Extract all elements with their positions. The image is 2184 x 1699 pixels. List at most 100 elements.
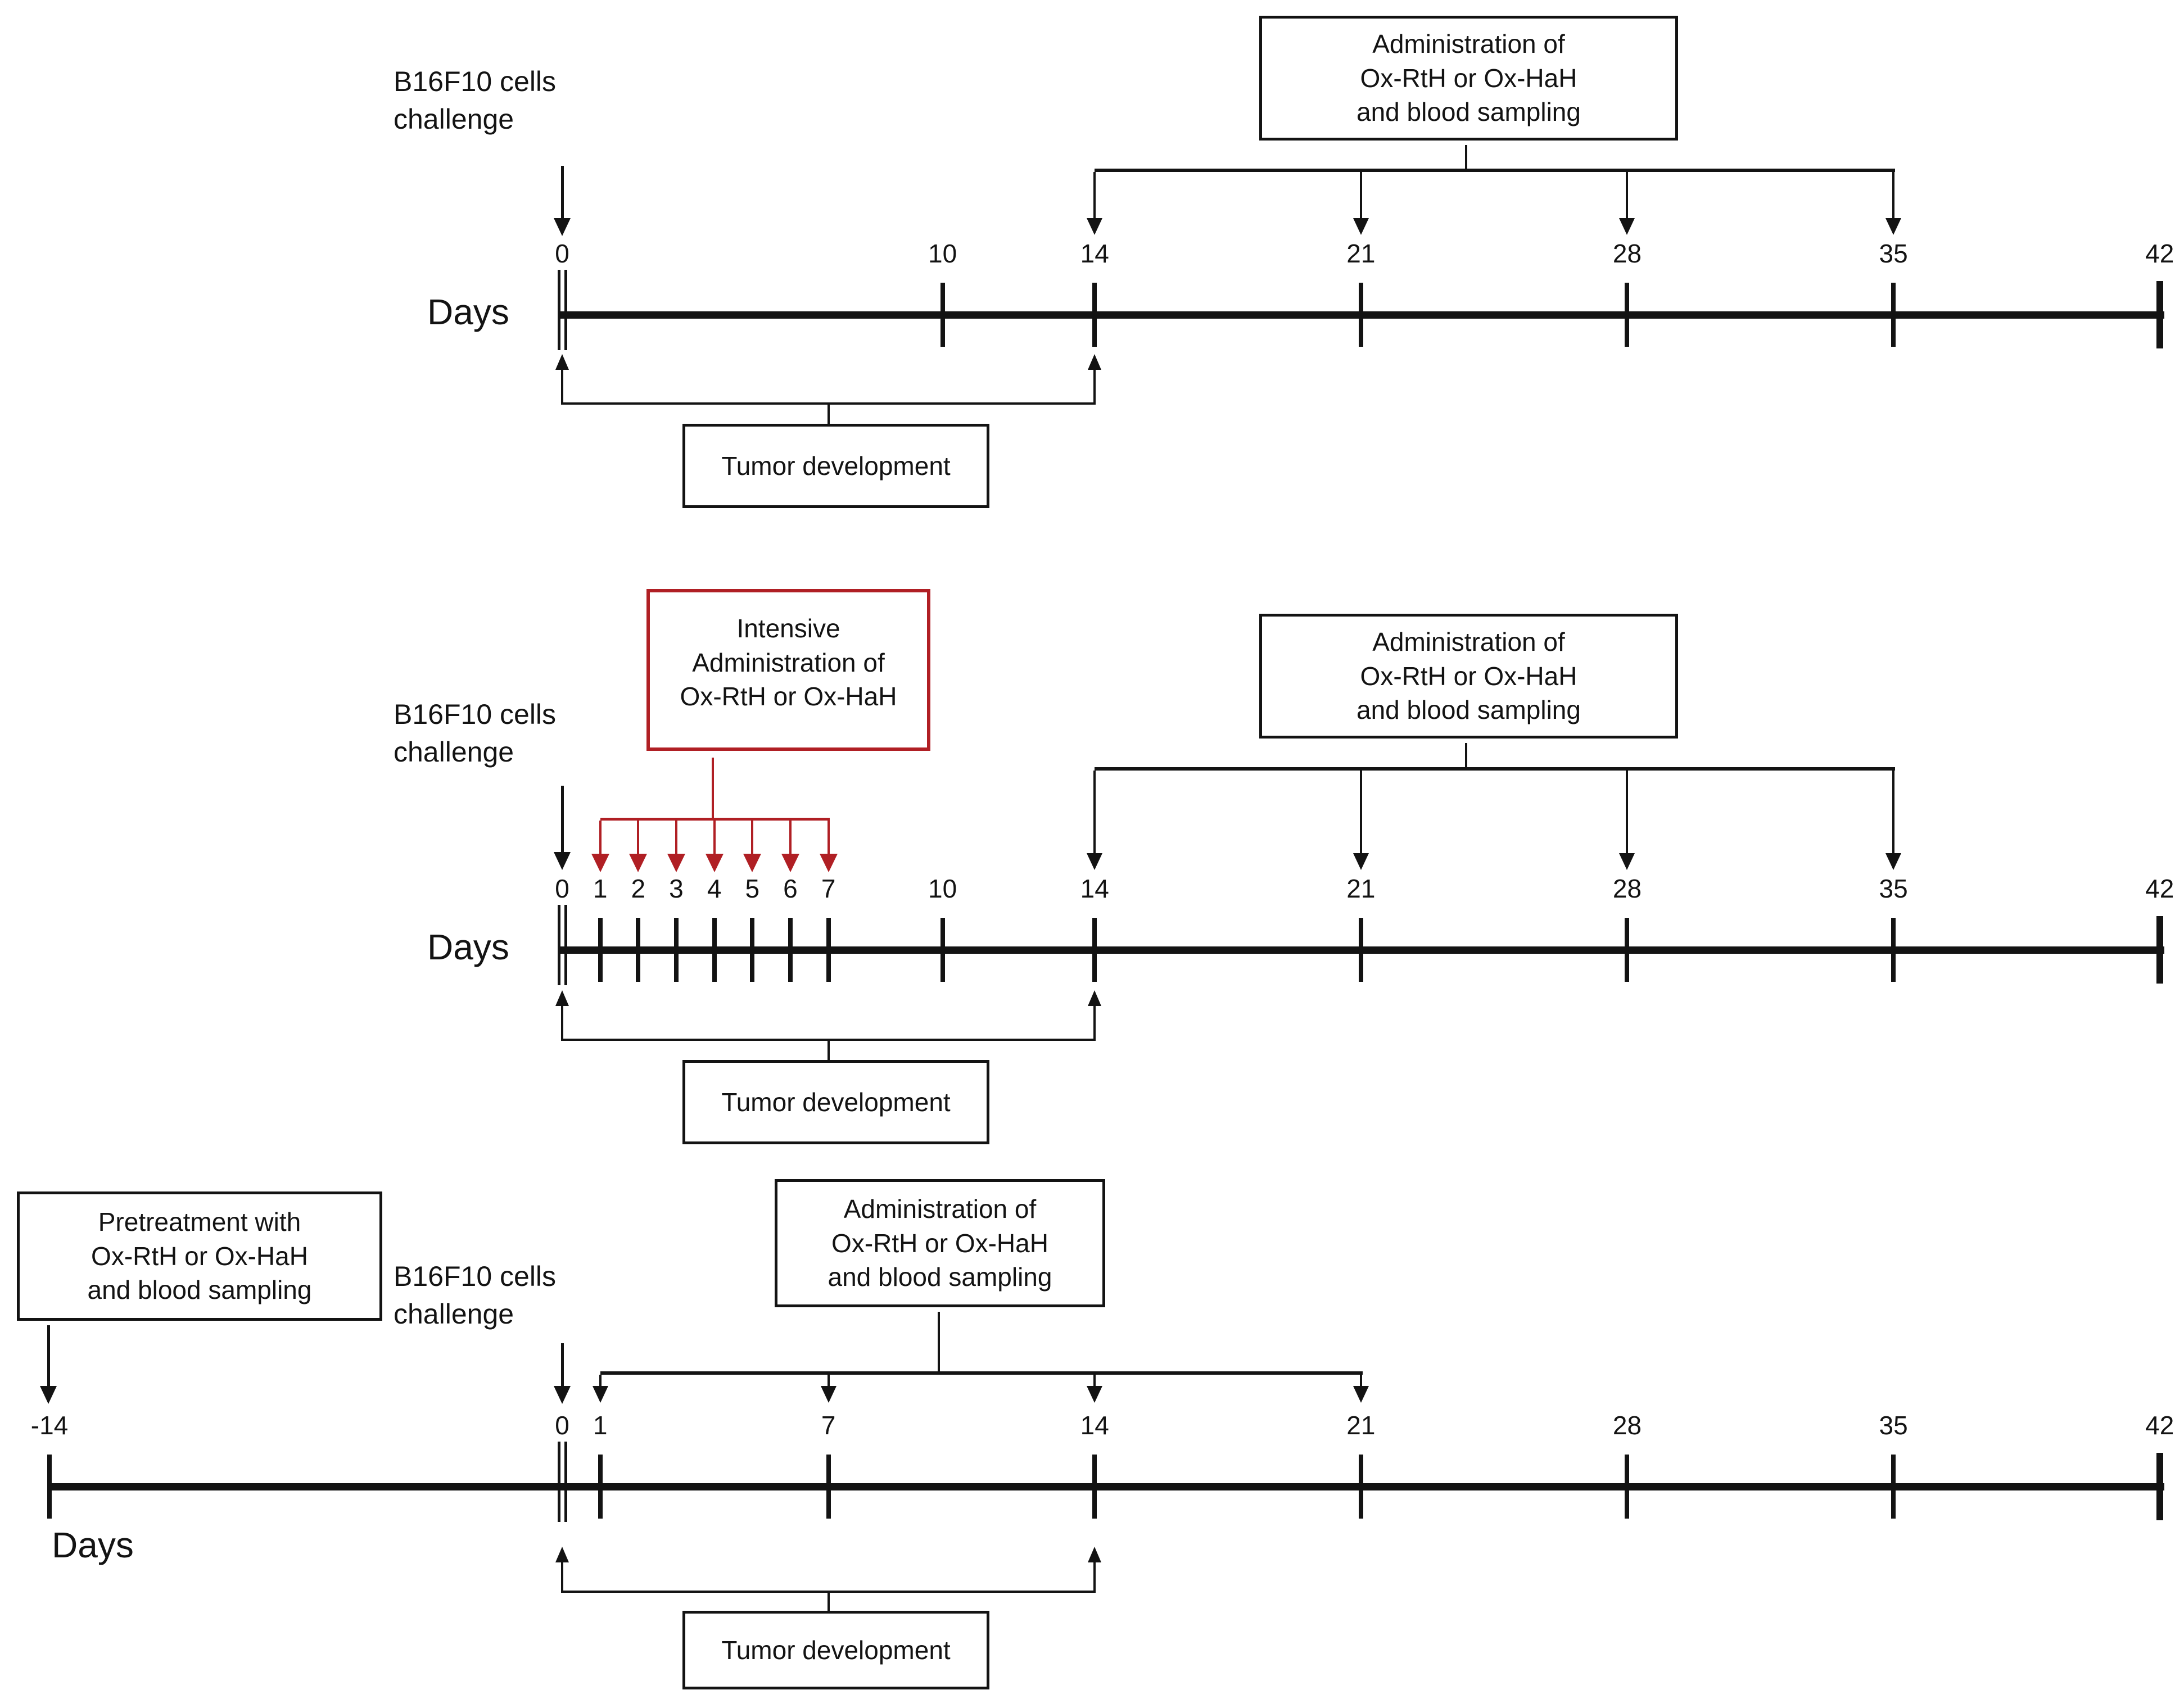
tick-day-0-b bbox=[564, 270, 567, 350]
administration-arrow-day-28-head bbox=[1619, 853, 1635, 870]
challenge-label-line: challenge bbox=[394, 1298, 514, 1330]
tick-day-2 bbox=[636, 918, 641, 982]
challenge-arrow-head bbox=[554, 218, 571, 236]
tick-day-0-b bbox=[564, 1442, 567, 1522]
tumor-bracket bbox=[561, 1039, 1096, 1041]
administration-arrow-day-7-shaft bbox=[827, 1375, 830, 1386]
intensive-bracket-stem bbox=[712, 758, 714, 818]
tick-day-42-end bbox=[2156, 281, 2163, 348]
tumor-bracket-stem bbox=[827, 1039, 830, 1062]
tumor-bracket bbox=[561, 1591, 1096, 1593]
administration-arrow-day-35-shaft bbox=[1892, 771, 1895, 853]
tumor-development-label: Tumor development bbox=[721, 451, 951, 481]
tick-label-day-1: 1 bbox=[593, 1411, 608, 1440]
tick-day-14 bbox=[1092, 283, 1097, 347]
tick-label-day-3: 3 bbox=[669, 874, 684, 903]
administration-bracket-stem bbox=[938, 1312, 940, 1371]
challenge-label-line: challenge bbox=[394, 736, 514, 768]
administration-arrow-day-28-shaft bbox=[1626, 771, 1629, 853]
administration-arrow-day-14-head bbox=[1087, 218, 1103, 235]
intensive-arrow-day-3-shaft bbox=[675, 821, 677, 854]
administration-arrow-day-1-head bbox=[592, 1386, 608, 1403]
administration-arrow-day-21-shaft bbox=[1359, 172, 1362, 218]
tick-day-28 bbox=[1625, 1455, 1630, 1519]
intensive-arrow-day-6-head bbox=[781, 854, 799, 872]
timeline-line bbox=[560, 311, 2164, 319]
administration-box: Administration of Ox-RtH or Ox-HaH and b… bbox=[1259, 16, 1678, 141]
administration-arrow-day-21-shaft bbox=[1359, 771, 1362, 853]
tick-day-7 bbox=[826, 1455, 831, 1519]
intensive-arrow-day-6-shaft bbox=[789, 821, 792, 854]
tumor-arrow-day-0-shaft bbox=[561, 1562, 563, 1593]
tick-label-day-5: 5 bbox=[745, 874, 760, 903]
challenge-label-line: B16F10 cells bbox=[394, 699, 557, 730]
intensive-arrow-day-7-shaft bbox=[827, 821, 830, 854]
intensive-box-line: Ox-RtH or Ox-HaH bbox=[680, 682, 897, 712]
intensive-arrow-day-4-head bbox=[705, 854, 724, 872]
tumor-arrow-day-0-shaft bbox=[561, 370, 563, 405]
tick-label-day-7: 7 bbox=[821, 874, 836, 903]
tick-label-day--14: -14 bbox=[30, 1411, 69, 1440]
tick-day-42-end bbox=[2156, 916, 2163, 984]
administration-arrow-day-35-head bbox=[1885, 853, 1902, 870]
tick-label-day-1: 1 bbox=[593, 874, 608, 903]
tick-label-day-21: 21 bbox=[1346, 874, 1376, 903]
tick-label-day-42: 42 bbox=[2145, 1411, 2174, 1440]
tick-day-1 bbox=[598, 918, 603, 982]
pretreatment-box-line: Pretreatment with bbox=[98, 1207, 301, 1236]
tick-day-10 bbox=[940, 283, 945, 347]
tick-day-0-a bbox=[557, 270, 560, 350]
administration-box-line: Ox-RtH or Ox-HaH bbox=[1360, 63, 1577, 93]
administration-arrow-day-35-shaft bbox=[1892, 172, 1895, 218]
tick-day-42-end bbox=[2156, 1453, 2163, 1520]
tumor-arrow-day-14-head bbox=[1088, 354, 1102, 370]
tick-day-35 bbox=[1891, 1455, 1896, 1519]
tick-label-day-0: 0 bbox=[555, 874, 569, 903]
administration-arrow-day-7-head bbox=[820, 1386, 836, 1403]
tumor-bracket-stem bbox=[827, 402, 830, 426]
challenge-label-line: challenge bbox=[394, 103, 514, 135]
tick-label-day-10: 10 bbox=[928, 239, 957, 268]
tick-day-6 bbox=[788, 918, 793, 982]
administration-box-line: Ox-RtH or Ox-HaH bbox=[831, 1228, 1048, 1258]
tick-day-14 bbox=[1092, 1455, 1097, 1519]
challenge-arrow-shaft bbox=[560, 786, 564, 852]
tick-label-day-42: 42 bbox=[2145, 874, 2174, 903]
tick-day-0-a bbox=[557, 1442, 560, 1522]
tick-day-0-a bbox=[557, 905, 560, 985]
days-axis-label: Days bbox=[427, 292, 509, 332]
tumor-bracket bbox=[561, 402, 1096, 405]
tick-day-35 bbox=[1891, 283, 1896, 347]
administration-arrow-day-28-head bbox=[1619, 218, 1635, 235]
tick-label-day-10: 10 bbox=[928, 874, 957, 903]
tick-day-3 bbox=[673, 918, 679, 982]
tick-label-day-21: 21 bbox=[1346, 1411, 1376, 1440]
tick-day-21 bbox=[1358, 918, 1363, 982]
tick-label-day-7: 7 bbox=[821, 1411, 836, 1440]
administration-arrow-day-1-shaft bbox=[599, 1375, 602, 1386]
challenge-arrow-shaft bbox=[560, 1343, 564, 1386]
administration-box: Administration of Ox-RtH or Ox-HaH and b… bbox=[1259, 614, 1678, 739]
tumor-bracket-stem bbox=[827, 1591, 830, 1613]
challenge-arrow-head bbox=[554, 1386, 571, 1404]
intensive-box-line: Administration of bbox=[692, 647, 885, 677]
challenge-label: B16F10 cells challenge bbox=[394, 696, 556, 771]
administration-arrow-day-35-head bbox=[1885, 218, 1902, 235]
timeline-line bbox=[560, 946, 2164, 954]
administration-box: Administration of Ox-RtH or Ox-HaH and b… bbox=[775, 1179, 1105, 1307]
administration-arrow-day-14-head bbox=[1087, 1386, 1103, 1403]
tick-day-7 bbox=[826, 918, 831, 982]
challenge-arrow-head bbox=[554, 852, 571, 870]
tumor-development-box: Tumor development bbox=[682, 1611, 989, 1689]
intensive-arrow-day-3-head bbox=[667, 854, 685, 872]
intensive-arrow-day-5-shaft bbox=[751, 821, 754, 854]
tick-label-day-28: 28 bbox=[1612, 874, 1642, 903]
tick-label-day-14: 14 bbox=[1080, 239, 1109, 268]
tick-label-day-2: 2 bbox=[631, 874, 646, 903]
administration-arrow-day-21-shaft bbox=[1359, 1375, 1362, 1386]
intensive-arrow-day-1-head bbox=[591, 854, 609, 872]
pretreatment-box: Pretreatment with Ox-RtH or Ox-HaH and b… bbox=[17, 1191, 382, 1321]
tumor-arrow-day-0-head bbox=[555, 354, 569, 370]
